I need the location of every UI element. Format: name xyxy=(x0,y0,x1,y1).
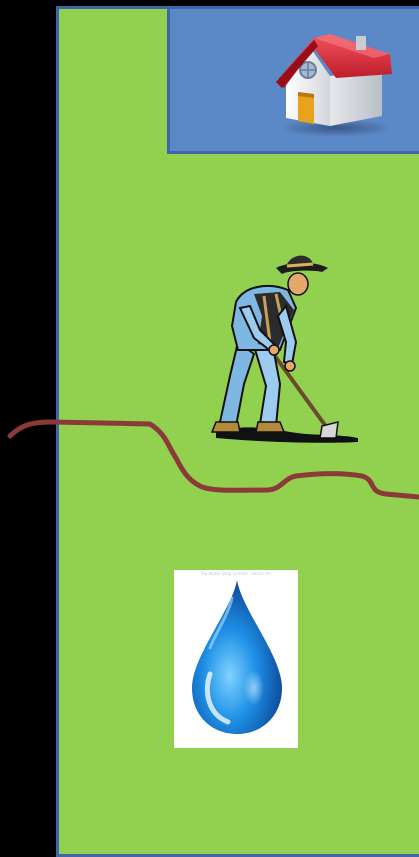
farmer-hoeing-icon xyxy=(210,246,362,446)
image-caption: Tap Water Drop Symbol · Vector Art xyxy=(174,571,298,576)
water-card: Tap Water Drop Symbol · Vector Art xyxy=(174,570,298,748)
house-icon xyxy=(270,26,394,138)
water-drop-icon xyxy=(174,570,298,748)
